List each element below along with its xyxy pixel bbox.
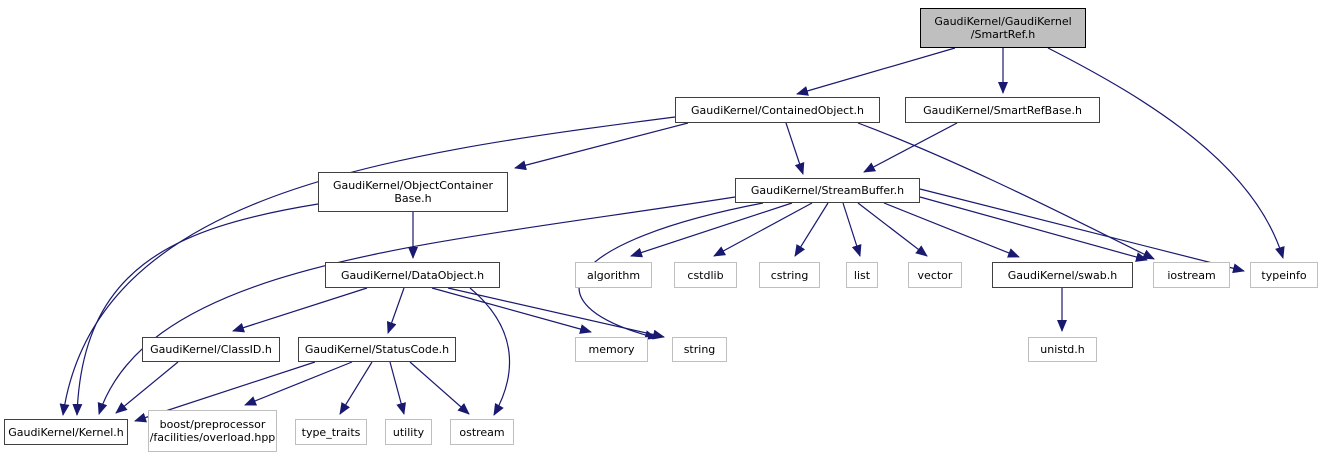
node-cstdlib[interactable]: cstdlib xyxy=(674,262,737,288)
node-utility[interactable]: utility xyxy=(385,419,432,445)
node-unistd[interactable]: unistd.h xyxy=(1028,337,1097,362)
node-vector[interactable]: vector xyxy=(908,262,962,288)
edge-streambuffer-cstdlib xyxy=(713,202,813,257)
edge-streambuffer-iostream xyxy=(919,196,1148,262)
edge-smartref-typeinfo xyxy=(1047,47,1285,259)
node-smartref: GaudiKernel/GaudiKernel /SmartRef.h xyxy=(920,8,1086,48)
node-containedobject[interactable]: GaudiKernel/ContainedObject.h xyxy=(675,97,880,123)
node-cstring[interactable]: cstring xyxy=(759,262,820,288)
node-objectcontainerbase[interactable]: GaudiKernel/ObjectContainer Base.h xyxy=(318,172,508,212)
node-ostream[interactable]: ostream xyxy=(450,419,514,445)
node-memory[interactable]: memory xyxy=(575,337,648,362)
edge-statuscode-typetraits xyxy=(339,361,373,415)
edge-containedobject-streambuffer xyxy=(785,122,805,175)
node-boost[interactable]: boost/preprocessor /facilities/overload.… xyxy=(148,410,277,452)
node-list[interactable]: list xyxy=(846,262,878,288)
edge-streambuffer-list xyxy=(842,202,862,257)
node-string[interactable]: string xyxy=(672,337,727,362)
node-kernel[interactable]: GaudiKernel/Kernel.h xyxy=(4,419,128,445)
edge-dataobject-memory xyxy=(431,287,592,334)
edge-dataobject-ostream xyxy=(469,287,511,416)
node-swab[interactable]: GaudiKernel/swab.h xyxy=(992,262,1133,288)
edge-smartref-containedobject xyxy=(796,47,956,96)
edge-streambuffer-kernel xyxy=(97,196,736,415)
node-typetraits[interactable]: type_traits xyxy=(295,419,367,445)
edge-containedobject-kernel xyxy=(59,116,676,416)
edge-containedobject-objectcontainerbase xyxy=(514,122,689,171)
node-streambuffer[interactable]: GaudiKernel/StreamBuffer.h xyxy=(735,178,920,203)
edge-streambuffer-cstring xyxy=(794,202,829,257)
node-classid[interactable]: GaudiKernel/ClassID.h xyxy=(142,337,280,362)
node-statuscode[interactable]: GaudiKernel/StatusCode.h xyxy=(298,337,456,362)
edge-statuscode-ostream xyxy=(409,361,470,415)
node-iostream[interactable]: iostream xyxy=(1153,262,1230,288)
edge-classid-kernel xyxy=(115,361,179,414)
edge-dataobject-string xyxy=(447,287,665,340)
node-dataobject[interactable]: GaudiKernel/DataObject.h xyxy=(325,262,500,288)
edge-statuscode-utility xyxy=(389,361,406,415)
edge-smartrefbase-streambuffer xyxy=(863,122,958,173)
edge-statuscode-boost xyxy=(244,361,353,406)
edge-streambuffer-algorithm xyxy=(630,202,793,258)
edge-containedobject-iostream xyxy=(857,122,1155,260)
edge-streambuffer-swab xyxy=(883,202,1020,258)
edge-streambuffer-vector xyxy=(857,202,928,257)
node-typeinfo[interactable]: typeinfo xyxy=(1250,262,1318,288)
edge-dataobject-classid xyxy=(232,287,368,333)
edge-streambuffer-typeinfo xyxy=(919,188,1245,274)
node-algorithm[interactable]: algorithm xyxy=(575,262,652,288)
edge-objectcontainerbase-kernel xyxy=(72,203,319,416)
edge-dataobject-statuscode xyxy=(386,287,405,334)
node-smartrefbase[interactable]: GaudiKernel/SmartRefBase.h xyxy=(905,97,1100,123)
